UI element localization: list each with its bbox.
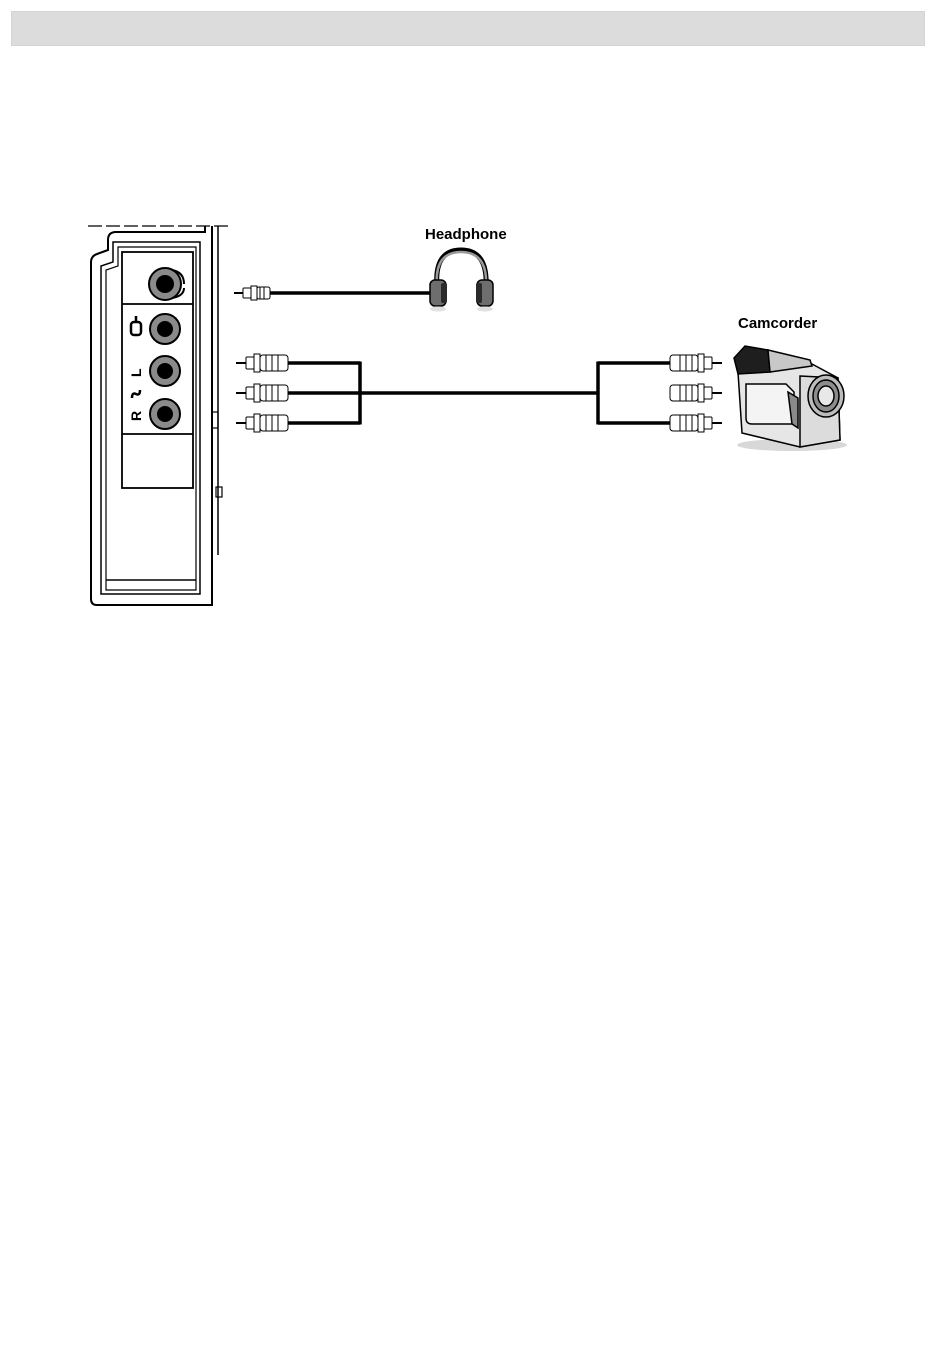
audio-jack-icon bbox=[150, 356, 180, 386]
rca-plug-icon bbox=[670, 354, 722, 372]
headphone-icon bbox=[430, 250, 493, 312]
camcorder-label: Camcorder bbox=[738, 315, 817, 332]
rca-plug-icon bbox=[670, 384, 722, 402]
video-jack-icon bbox=[150, 314, 180, 344]
port-label-l: L bbox=[128, 368, 144, 377]
audio-symbol-icon bbox=[132, 390, 140, 398]
rca-plug-icon bbox=[236, 384, 288, 402]
cables bbox=[270, 293, 670, 425]
port-label-r: R bbox=[128, 411, 144, 421]
headphone-jack-icon bbox=[149, 268, 184, 300]
minijack-plug-icon bbox=[234, 286, 270, 300]
rca-plug-icon bbox=[236, 354, 288, 372]
audio-jack-icon bbox=[150, 399, 180, 429]
rca-plug-icon bbox=[670, 414, 722, 432]
rca-plug-icon bbox=[236, 414, 288, 432]
camcorder-icon bbox=[734, 346, 847, 451]
headphone-label: Headphone bbox=[425, 226, 507, 243]
video-symbol-icon bbox=[131, 316, 141, 335]
